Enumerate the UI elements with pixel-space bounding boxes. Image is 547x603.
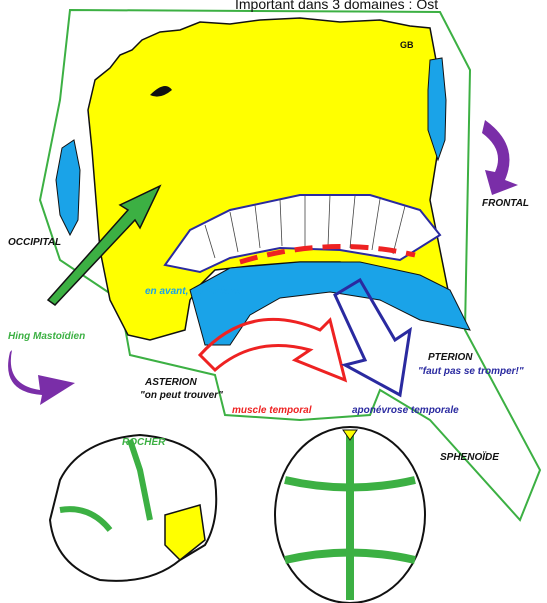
label-sphenoide: SPHENOÏDE [440,452,499,463]
skull-lateral-view [50,435,216,581]
purple-rotation-arrow-right [482,120,518,195]
label-asterion-note: "on peut trouver" [140,390,223,401]
label-occipital: OCCIPITAL [8,237,61,248]
label-muscle-temporal: muscle temporal [232,405,311,416]
skull-top-view [275,427,425,603]
label-rocher: ROCHER [122,437,165,448]
label-pterion-note: "faut pas se tromper!" [418,366,524,377]
lambdoid-suture [56,140,80,235]
label-asterion: ASTERION [145,377,197,388]
label-frontal: FRONTAL [482,198,529,209]
label-pterion: PTERION [428,352,472,363]
header-text: Important dans 3 domaines : Ost [235,0,438,12]
label-aponevrose: aponévrose temporale [352,405,459,416]
signature: GB [400,40,414,50]
purple-rotation-arrow-left [8,350,75,405]
label-hing-mastoidien: Hing Mastoïdien [8,331,85,342]
label-en-avant: en avant, en dedans [145,286,241,297]
